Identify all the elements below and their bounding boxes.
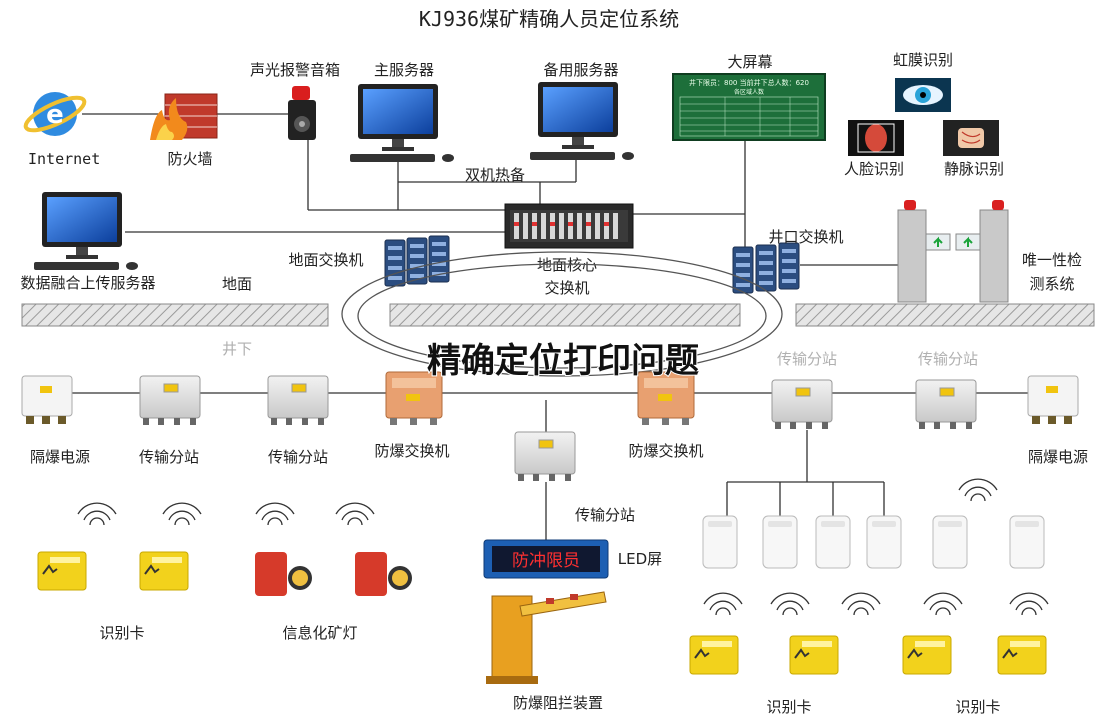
core-switch-label-line2: 交换机 bbox=[544, 279, 589, 297]
isolation-power-left-icon bbox=[21, 375, 73, 425]
reader-icon bbox=[815, 515, 851, 569]
id-card-icon bbox=[997, 635, 1047, 675]
ring-network-outer bbox=[341, 251, 783, 377]
ring-network-inner bbox=[357, 263, 767, 369]
transfer-station-3-icon bbox=[771, 379, 833, 430]
page-title: KJ936煤矿精确人员定位系统 bbox=[419, 7, 679, 31]
wireless-signal-icon bbox=[162, 502, 202, 526]
backup-server-label: 备用服务器 bbox=[543, 61, 618, 79]
transfer-station-center-label: 传输分站 bbox=[575, 506, 635, 524]
barrier-label: 防爆阻拦装置 bbox=[513, 694, 603, 712]
face-icon bbox=[848, 120, 904, 156]
ground-bar-right bbox=[795, 303, 1095, 327]
vein-icon bbox=[943, 120, 999, 156]
reader-icon bbox=[866, 515, 902, 569]
wireless-signal-icon bbox=[255, 502, 295, 526]
id-card-icon bbox=[139, 551, 189, 591]
mine-lamp-icon bbox=[255, 552, 312, 596]
wireless-signal-icon bbox=[77, 502, 117, 526]
alarm-speaker-icon bbox=[288, 86, 316, 140]
main-server-computer-icon bbox=[350, 84, 454, 162]
fusion-server-label: 数据融合上传服务器 bbox=[20, 274, 155, 292]
shaft-switch-label: 井口交换机 bbox=[768, 228, 843, 246]
internet-explorer-icon: e bbox=[23, 92, 87, 136]
big-screen-sub: 各区域人数 bbox=[734, 88, 764, 96]
transfer-station-2-label: 传输分站 bbox=[268, 448, 328, 466]
reader-icon bbox=[932, 515, 968, 569]
firewall-label: 防火墙 bbox=[167, 150, 212, 168]
transfer-station-1-icon bbox=[139, 375, 201, 426]
svg-text:e: e bbox=[46, 100, 64, 130]
overlay-caption: 精确定位打印问题 bbox=[427, 341, 699, 381]
ground-bar-center bbox=[389, 303, 741, 327]
underground-label: 井下 bbox=[222, 340, 252, 358]
alarm-label: 声光报警音箱 bbox=[250, 61, 340, 79]
wireless-signal-icon bbox=[703, 592, 743, 616]
backup-server-computer-icon bbox=[530, 82, 634, 160]
reader-icon bbox=[762, 515, 798, 569]
ex-switch-left-label: 防爆交换机 bbox=[374, 442, 449, 460]
led-screen-label: LED屏 bbox=[618, 550, 662, 568]
transfer-station-3-label: 传输分站 bbox=[777, 350, 837, 368]
top-links bbox=[82, 113, 900, 266]
isolation-power-left-label: 隔爆电源 bbox=[30, 448, 90, 466]
reader-icon bbox=[1009, 515, 1045, 569]
isolation-power-right-label: 隔爆电源 bbox=[1028, 448, 1088, 466]
mine-lamp-icon bbox=[355, 552, 412, 596]
main-server-label: 主服务器 bbox=[374, 61, 434, 79]
id-card-right-1-label: 识别卡 bbox=[766, 698, 811, 716]
iris-label: 虹膜识别 bbox=[893, 51, 953, 69]
surface-label: 地面 bbox=[222, 275, 252, 293]
transfer-station-1-label: 传输分站 bbox=[139, 448, 199, 466]
face-label: 人脸识别 bbox=[844, 160, 904, 178]
hot-standby-label: 双机热备 bbox=[465, 166, 525, 184]
wireless-signal-icon bbox=[923, 592, 963, 616]
wireless-signal-icon bbox=[958, 478, 998, 502]
id-card-icon bbox=[689, 635, 739, 675]
fusion-server-computer-icon bbox=[34, 192, 138, 270]
firewall-icon bbox=[150, 93, 218, 140]
wireless-signal-icon bbox=[335, 502, 375, 526]
barrier-gate-icon bbox=[486, 591, 607, 684]
internet-label: Internet bbox=[28, 150, 100, 168]
reader-tree-lines bbox=[726, 430, 885, 516]
wireless-signal-icon bbox=[841, 592, 881, 616]
transfer-station-2-icon bbox=[267, 375, 329, 426]
id-card-icon bbox=[902, 635, 952, 675]
iris-icon bbox=[895, 78, 951, 112]
uniqueness-label-line1: 唯一性检 bbox=[1022, 251, 1082, 269]
reader-icon bbox=[702, 515, 738, 569]
mine-lamp-label: 信息化矿灯 bbox=[282, 624, 357, 642]
transfer-station-4-icon bbox=[915, 379, 977, 430]
led-screen: 防冲限员 bbox=[483, 539, 609, 579]
ground-switch-network-switch-icon bbox=[384, 235, 450, 287]
uniqueness-label-line2: 测系统 bbox=[1029, 275, 1074, 293]
transfer-station-center-icon bbox=[514, 431, 576, 482]
rack-switch-icon bbox=[504, 203, 634, 249]
ground-switch-label: 地面交换机 bbox=[288, 251, 363, 269]
shaft-switch-network-switch-icon bbox=[732, 242, 800, 294]
led-board-icon: 井下限员：800 当前井下总人数：620 各区域人数 bbox=[672, 73, 826, 141]
isolation-power-right-icon bbox=[1027, 375, 1079, 425]
core-switch-label-line1: 地面核心 bbox=[537, 256, 597, 274]
turnstile-icon bbox=[897, 200, 1009, 303]
id-card-left-label: 识别卡 bbox=[99, 624, 144, 642]
big-screen-header: 井下限员：800 当前井下总人数：620 bbox=[689, 78, 809, 87]
transfer-station-4-label: 传输分站 bbox=[918, 350, 978, 368]
ex-switch-right-label: 防爆交换机 bbox=[628, 442, 703, 460]
led-screen-text: 防冲限员 bbox=[512, 551, 580, 571]
vein-label: 静脉识别 bbox=[944, 160, 1004, 178]
id-card-icon bbox=[37, 551, 87, 591]
wireless-signal-icon bbox=[770, 592, 810, 616]
id-card-right-2-label: 识别卡 bbox=[955, 698, 1000, 716]
ground-bar-left bbox=[21, 303, 329, 327]
id-card-icon bbox=[789, 635, 839, 675]
big-screen-label: 大屏幕 bbox=[727, 53, 772, 71]
wireless-signal-icon bbox=[1009, 592, 1049, 616]
